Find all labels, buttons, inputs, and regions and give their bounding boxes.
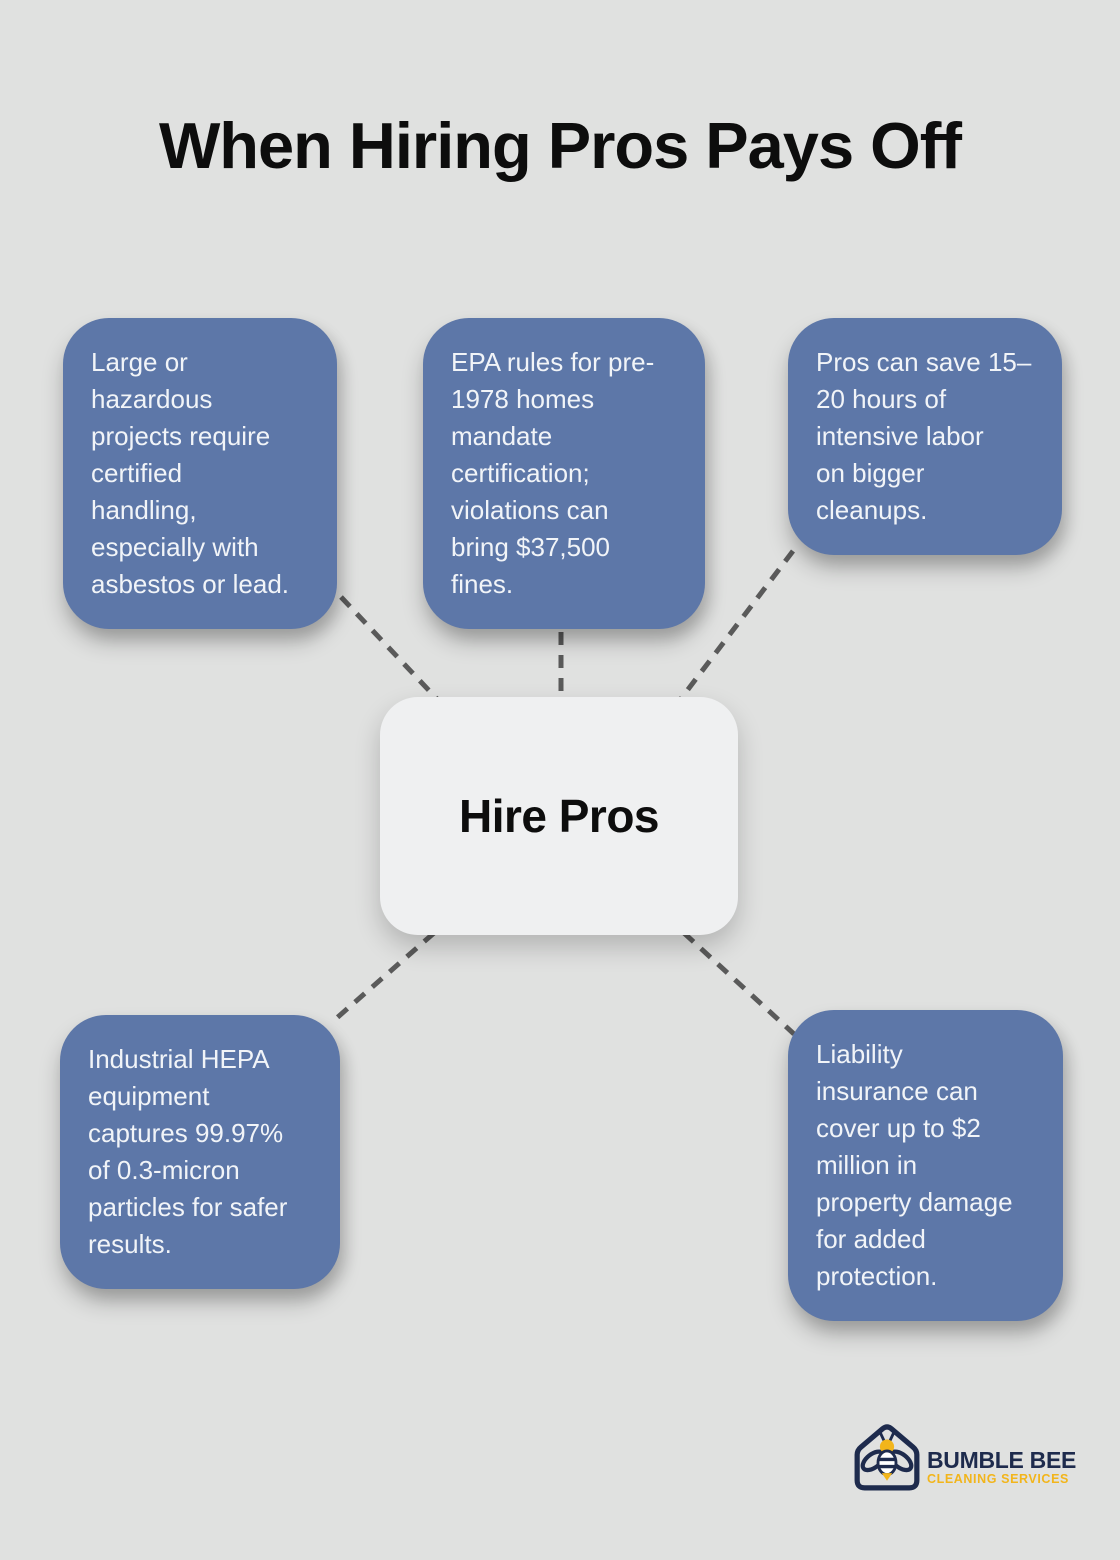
info-bubble-bottom-right: Liability insurance can cover up to $2 m… [788,1010,1063,1321]
info-bubble-top-right: Pros can save 15– 20 hours of intensive … [788,318,1062,555]
connector-bottom-left [329,931,436,1025]
info-bubble-bottom-left: Industrial HEPA equipment captures 99.97… [60,1015,340,1289]
central-node-label: Hire Pros [458,790,660,842]
connector-top-right [678,549,795,702]
logo-brand-name: BUMBLE BEE [927,1447,1077,1473]
company-logo: BUMBLE BEE CLEANING SERVICES [851,1422,1076,1494]
central-node: Hire Pros [380,697,738,935]
connector-top-left [339,595,439,701]
connector-bottom-right [682,931,796,1036]
logo-text: BUMBLE BEE CLEANING SERVICES [927,1448,1076,1487]
info-bubble-top-left: Large or hazardous projects require cert… [63,318,337,629]
page-title: When Hiring Pros Pays Off [158,109,962,182]
logo-tagline: CLEANING SERVICES [927,1472,1069,1486]
bee-house-icon [854,1424,920,1491]
info-bubble-top-center: EPA rules for pre- 1978 homes mandate ce… [423,318,705,629]
